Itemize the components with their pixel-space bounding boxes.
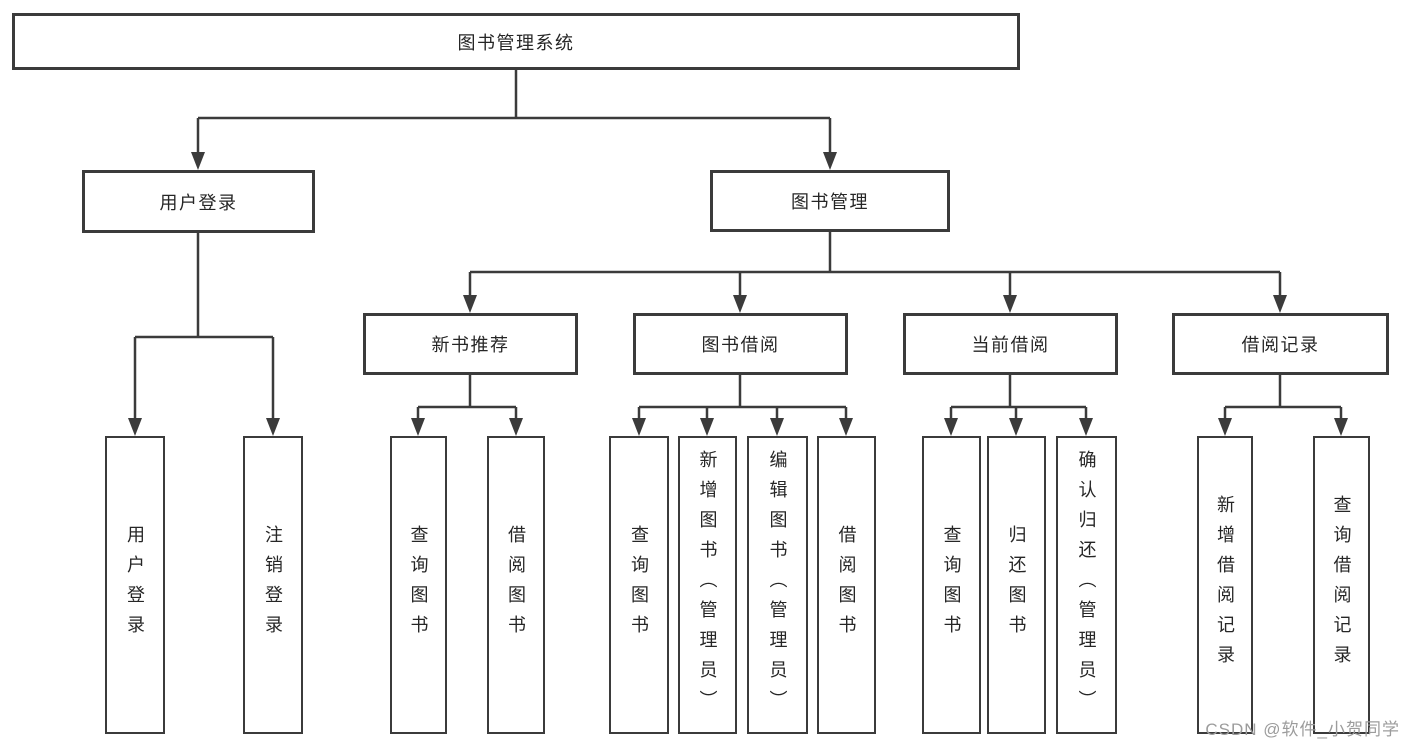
leaf-label: 用户登录 [125, 525, 145, 645]
leaf-label: 查询图书 [408, 525, 429, 645]
leaf-add-book-admin: 新增图书（管理员） [678, 436, 737, 734]
watermark: CSDN @软件_小贺同学 [1205, 720, 1400, 739]
leaf-query-borrow-record: 查询借阅记录 [1313, 436, 1370, 734]
leaf-borrow-book: 借阅图书 [817, 436, 876, 734]
leaf-add-borrow-record: 新增借阅记录 [1197, 436, 1253, 734]
leaf-label: 确认归还（管理员） [1076, 450, 1097, 720]
node-label: 用户登录 [159, 192, 238, 213]
node-label: 借阅记录 [1241, 335, 1320, 355]
node-library-management-system: 图书管理系统 [12, 13, 1020, 70]
leaf-label: 查询借阅记录 [1331, 495, 1352, 675]
leaf-query-book-recommend: 查询图书 [390, 436, 447, 734]
flow-lines [133, 70, 1343, 420]
leaf-label: 编辑图书（管理员） [767, 450, 788, 720]
leaf-label: 新增图书（管理员） [697, 450, 718, 720]
node-user-login-group: 用户登录 [82, 170, 315, 233]
node-book-management: 图书管理 [710, 170, 950, 232]
leaf-label: 查询图书 [629, 525, 649, 645]
leaf-borrow-book-recommend: 借阅图书 [487, 436, 545, 734]
leaf-return-book: 归还图书 [987, 436, 1046, 734]
node-new-book-recommendation: 新书推荐 [363, 313, 578, 375]
node-label: 新书推荐 [431, 335, 510, 355]
leaf-label: 注销登录 [263, 525, 283, 645]
node-book-borrowing: 图书借阅 [633, 313, 848, 375]
leaf-edit-book-admin: 编辑图书（管理员） [747, 436, 808, 734]
leaf-query-book-current: 查询图书 [922, 436, 981, 734]
leaf-label: 查询图书 [941, 525, 962, 645]
leaf-query-book-borrow: 查询图书 [609, 436, 669, 734]
node-label: 图书管理系统 [457, 32, 575, 53]
node-current-borrowing: 当前借阅 [903, 313, 1118, 375]
node-label: 当前借阅 [971, 335, 1050, 355]
leaf-label: 归还图书 [1006, 525, 1027, 645]
node-borrowing-records: 借阅记录 [1172, 313, 1389, 375]
leaf-label: 新增借阅记录 [1215, 495, 1235, 675]
leaf-user-login: 用户登录 [105, 436, 165, 734]
node-label: 图书管理 [791, 192, 869, 212]
leaf-logout: 注销登录 [243, 436, 303, 734]
leaf-label: 借阅图书 [506, 525, 526, 645]
node-label: 图书借阅 [701, 335, 780, 355]
leaf-label: 借阅图书 [836, 525, 857, 645]
leaf-confirm-return-admin: 确认归还（管理员） [1056, 436, 1117, 734]
